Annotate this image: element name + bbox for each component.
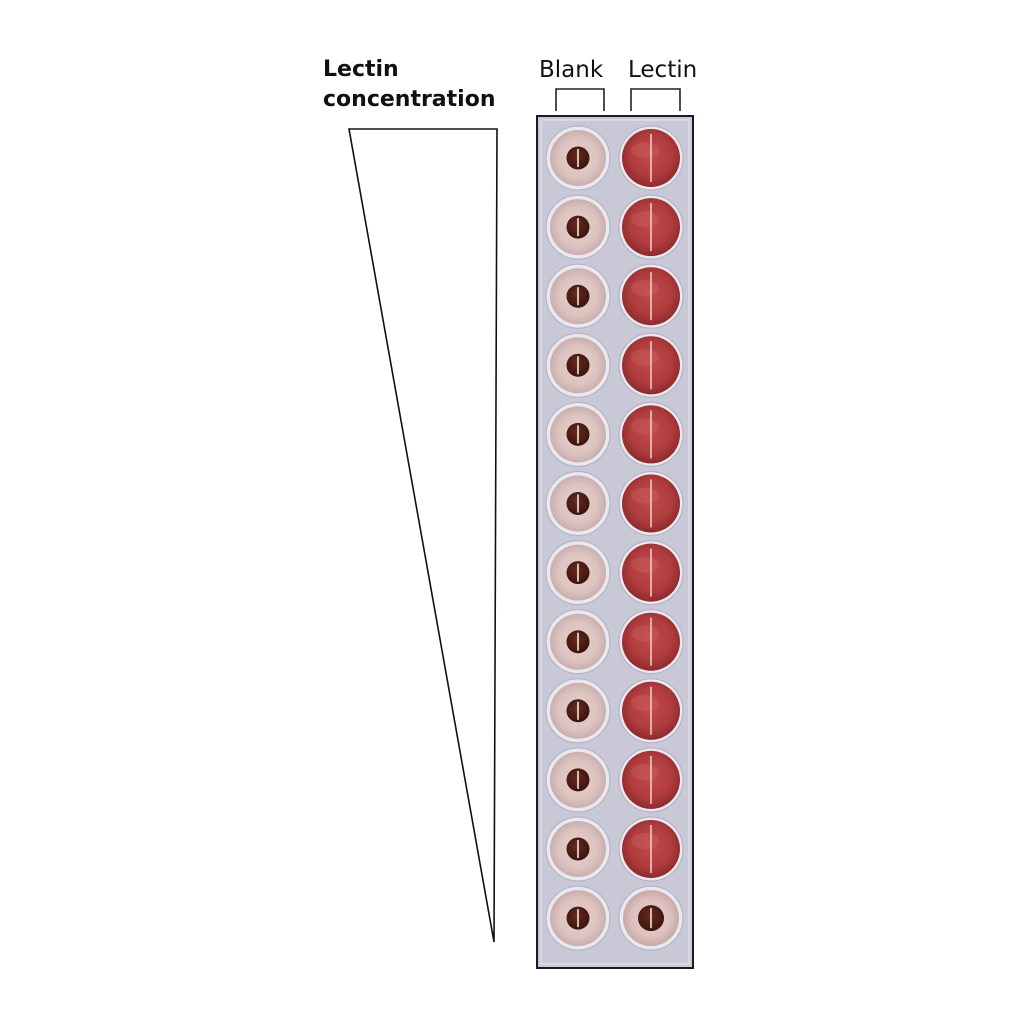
- lectin-well: [618, 401, 684, 467]
- lectin-well: [618, 125, 684, 191]
- blank-column-label: Blank: [539, 57, 604, 83]
- concentration-wedge: [348, 128, 498, 943]
- blank-bracket: [555, 88, 605, 111]
- blank-well: [545, 332, 611, 398]
- blank-well: [545, 816, 611, 882]
- lectin-well: [618, 194, 684, 260]
- lectin-column-label: Lectin: [628, 57, 698, 83]
- blank-well: [545, 747, 611, 813]
- blank-well: [545, 401, 611, 467]
- lectin-well: [618, 332, 684, 398]
- lectin-well: [618, 747, 684, 813]
- lectin-well: [618, 609, 684, 675]
- lectin-well: [618, 816, 684, 882]
- lectin-concentration-title: Lectin concentration: [323, 55, 496, 115]
- blank-well: [545, 609, 611, 675]
- lectin-well: [618, 263, 684, 329]
- blank-well: [545, 125, 611, 191]
- lectin-well: [618, 539, 684, 606]
- lectin-well: [618, 678, 684, 744]
- blank-well: [545, 885, 611, 951]
- blank-well: [545, 539, 611, 606]
- blank-well: [545, 194, 611, 260]
- blank-well: [545, 263, 611, 329]
- well-grid: [545, 125, 684, 951]
- title-line-2: concentration: [323, 87, 496, 112]
- blank-well: [545, 678, 611, 744]
- lectin-bracket: [630, 88, 681, 111]
- lectin-well: [618, 470, 684, 537]
- title-line-1: Lectin: [323, 57, 399, 82]
- lectin-well: [618, 885, 684, 951]
- blank-well: [545, 470, 611, 537]
